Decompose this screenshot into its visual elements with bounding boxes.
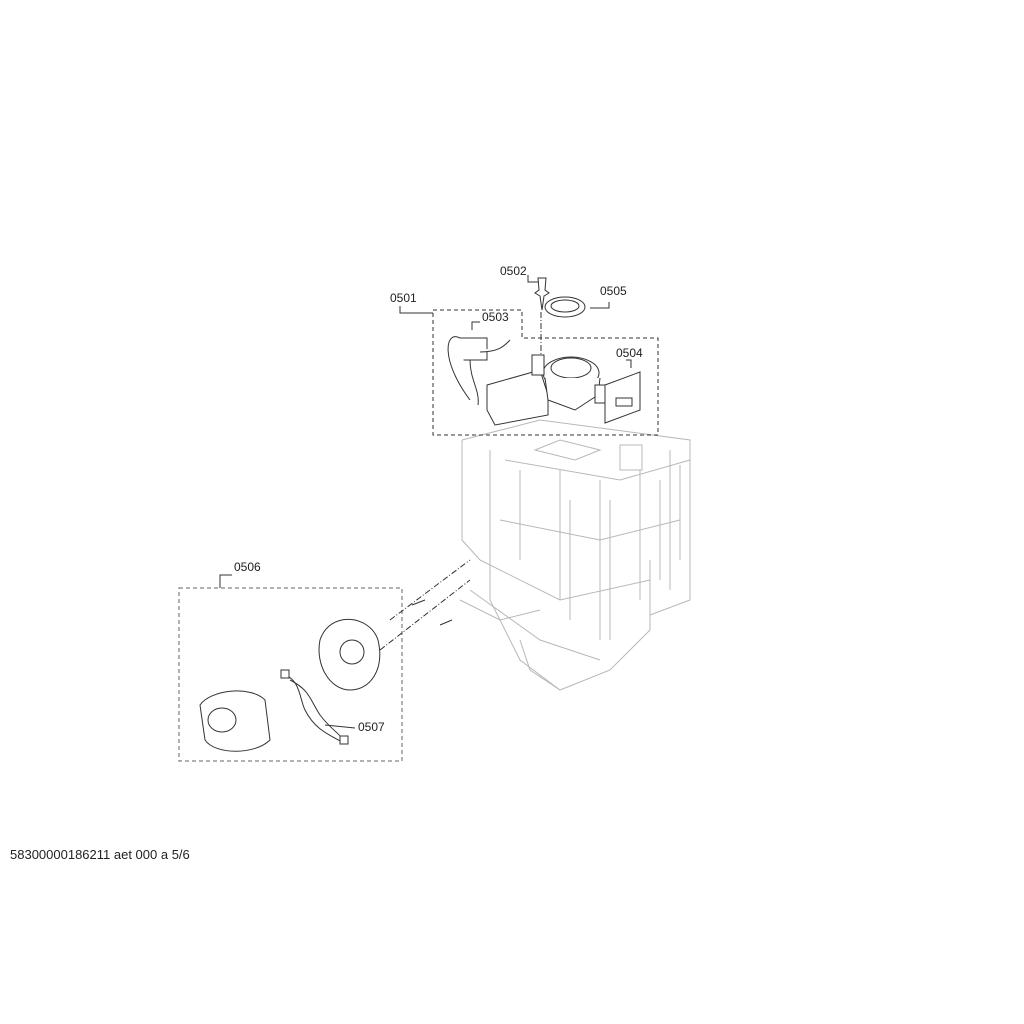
drawing-reference-footer: 58300000186211 aet 000 a 5/6 <box>10 847 190 862</box>
label-0507: 0507 <box>358 720 385 734</box>
label-0503: 0503 <box>482 310 509 324</box>
part-0505-ring <box>544 296 610 318</box>
screws <box>379 559 471 651</box>
part-0507-cable <box>280 669 356 745</box>
assembly-0506-boundary <box>178 587 403 762</box>
part-0503-coil <box>447 321 511 406</box>
label-0505: 0505 <box>600 284 627 298</box>
label-0501: 0501 <box>390 291 417 305</box>
label-0504: 0504 <box>616 346 643 360</box>
label-0506: 0506 <box>234 560 261 574</box>
assembly-0501-boundary <box>432 309 659 436</box>
part-0501-valve-body <box>486 354 608 426</box>
part-0504-plate <box>604 359 641 424</box>
label-0502: 0502 <box>500 264 527 278</box>
part-0506-fan-housing <box>199 618 381 752</box>
chassis-frame <box>459 419 691 691</box>
